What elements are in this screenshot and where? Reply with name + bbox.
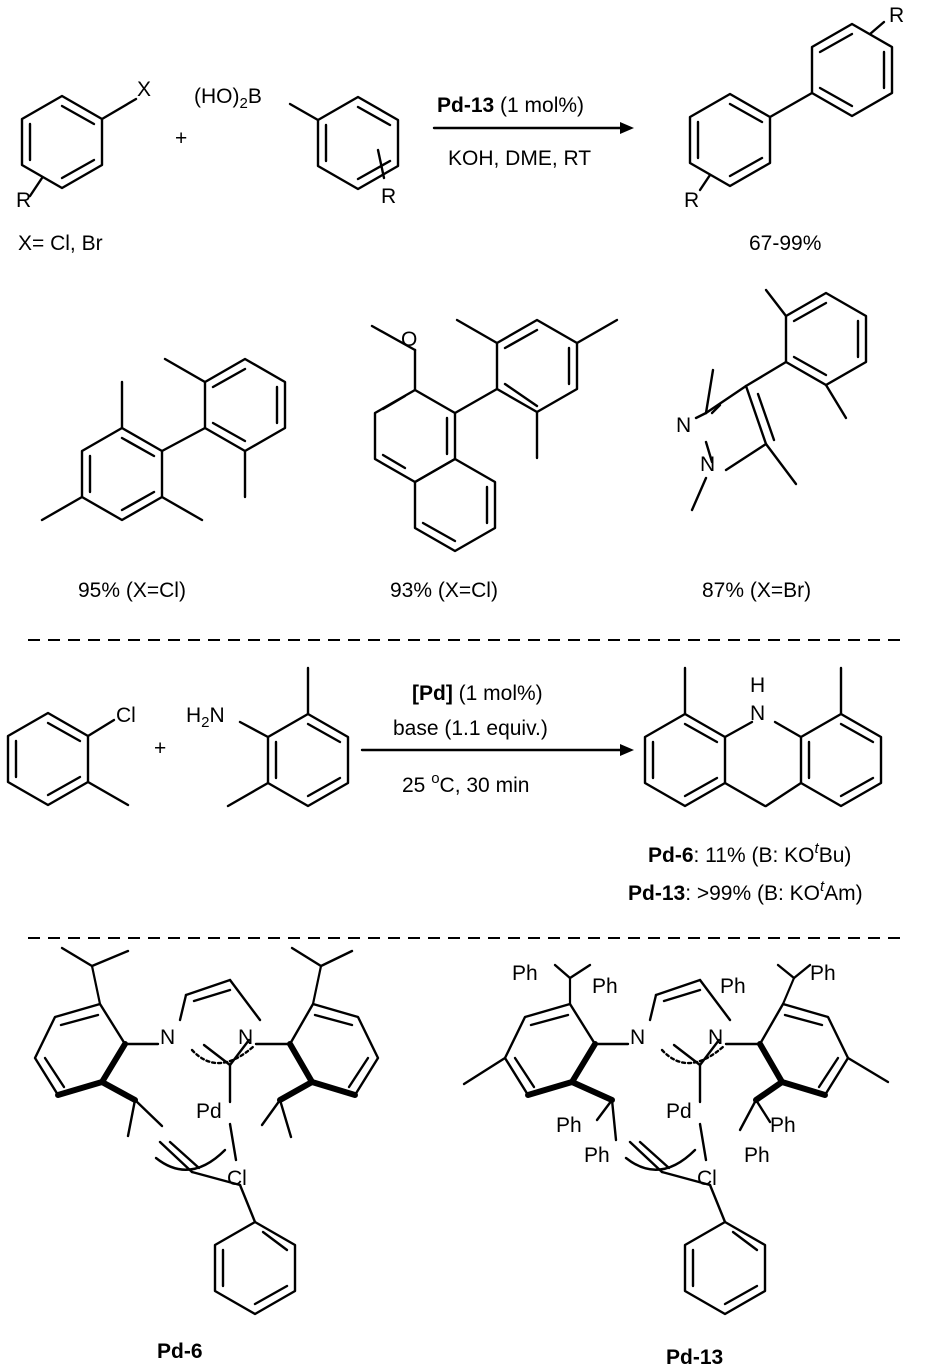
reaction2-temperature: 25 oC, 30 min — [402, 770, 529, 797]
example2-yield: 93% (X=Cl) — [390, 579, 498, 602]
nhc-nitrogen-right: N — [708, 1026, 723, 1049]
complex-pd6: N N Pd Cl Pd-6 — [33, 946, 380, 1363]
reaction1-conditions: KOH, DME, RT — [448, 147, 591, 170]
phenyl-label: Ph — [810, 962, 836, 985]
reaction1-catalyst: Pd-13 (1 mol%) — [437, 94, 584, 117]
complex-pd13-name: Pd-13 — [666, 1346, 723, 1369]
r-group-label: R — [16, 189, 31, 212]
phenyl-label: Ph — [770, 1114, 796, 1137]
nhc-nitrogen-left: N — [160, 1026, 175, 1049]
phenyl-label: Ph — [556, 1114, 582, 1137]
reaction2-xylidine: H2N — [186, 666, 350, 808]
result-pd13: Pd-13: >99% (B: KOtAm) — [628, 878, 863, 905]
reaction2-product-diarylamine: H N Pd-6: 11% (B: KOtBu) Pd-13: >99% (B:… — [628, 666, 883, 905]
halide-note: X= Cl, Br — [18, 232, 103, 255]
reaction1-aryl-halide: X R X= Cl, Br — [16, 78, 151, 255]
example1-yield: 95% (X=Cl) — [78, 579, 186, 602]
oxygen-atom: O — [401, 328, 417, 351]
pyrazole-n2-atom: N — [676, 414, 691, 437]
reaction2-chlorotoluene: Cl — [6, 704, 136, 807]
reaction1-arrow: Pd-13 (1 mol%) KOH, DME, RT — [432, 94, 634, 170]
example-methoxynaphthyl-mesityl: O 93% (X=Cl) — [370, 318, 619, 602]
amine-h-atom: H — [750, 674, 765, 697]
plus-sign-1: + — [175, 127, 187, 150]
reaction2-arrow: [Pd] (1 mol%) base (1.1 equiv.) 25 oC, 3… — [360, 682, 634, 797]
palladium-atom: Pd — [666, 1100, 692, 1123]
reaction1-boronic-acid: (HO)2B R — [194, 85, 400, 208]
result-pd6: Pd-6: 11% (B: KOtBu) — [648, 840, 851, 867]
chloride-atom: Cl — [227, 1167, 247, 1190]
pyrazole-n1-atom: N — [700, 453, 715, 476]
nhc-nitrogen-left: N — [630, 1026, 645, 1049]
r-group-label: R — [889, 4, 904, 27]
halide-x-label: X — [137, 78, 151, 101]
amine-n-atom: N — [750, 702, 765, 725]
plus-sign-2: + — [154, 737, 166, 760]
phenyl-label: Ph — [592, 975, 618, 998]
boronic-acid-label: (HO)2B — [194, 85, 262, 112]
phenyl-label: Ph — [584, 1144, 610, 1167]
palladium-atom: Pd — [196, 1100, 222, 1123]
phenyl-label: Ph — [744, 1144, 770, 1167]
phenyl-label: Ph — [512, 962, 538, 985]
reaction1-product-biaryl: R R 67-99% — [684, 4, 904, 255]
reaction2-catalyst: [Pd] (1 mol%) — [412, 682, 543, 705]
reaction1-yield: 67-99% — [749, 232, 821, 255]
phenyl-label: Ph — [720, 975, 746, 998]
r-group-label: R — [684, 189, 699, 212]
reaction2-base: base (1.1 equiv.) — [393, 717, 548, 740]
complex-pd6-name: Pd-6 — [157, 1340, 203, 1363]
amine-label: H2N — [186, 704, 225, 731]
chloride-atom: Cl — [697, 1167, 717, 1190]
example3-yield: 87% (X=Br) — [702, 579, 811, 602]
r-group-label: R — [381, 185, 396, 208]
chlorine-atom: Cl — [116, 704, 136, 727]
example-pyrazolyl-xylyl: N N 87% (X=Br) — [676, 288, 868, 602]
example-mesityl-xylyl: 95% (X=Cl) — [40, 357, 287, 602]
complex-pd13: N N Pd Cl Ph Ph Ph Ph — [462, 962, 890, 1369]
nhc-nitrogen-right: N — [238, 1026, 253, 1049]
